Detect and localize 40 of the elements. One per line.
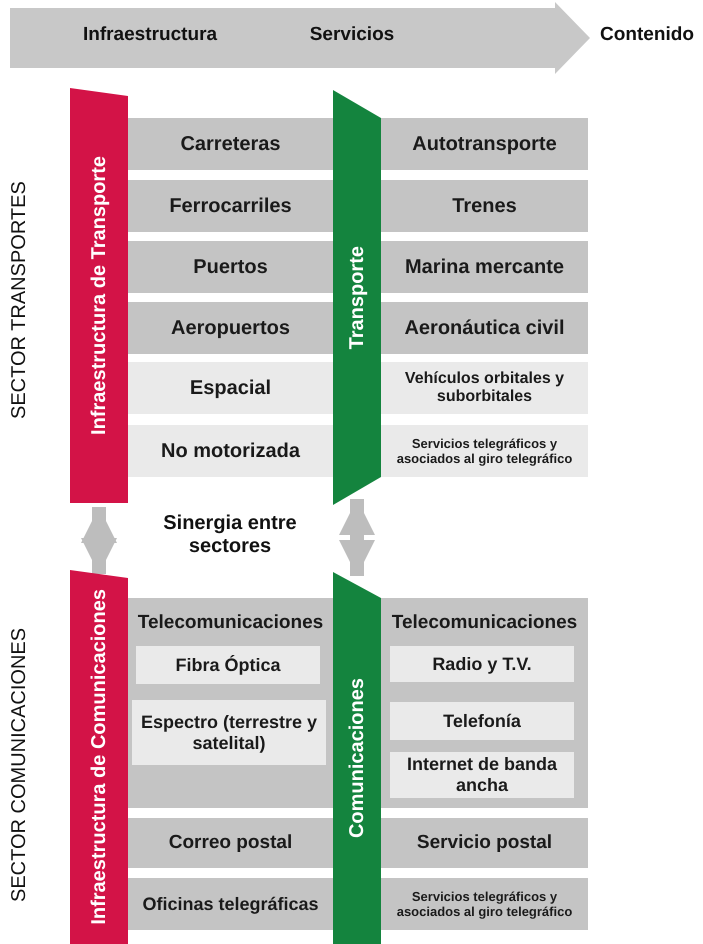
category-box: Servicios telegráficos y asociados al giro telegráfico	[381, 425, 588, 477]
band-label: Infraestructura de Comunicaciones	[88, 589, 110, 925]
band-label: Comunicaciones	[346, 678, 368, 838]
sector-band	[70, 570, 128, 944]
category-box: Marina mercante	[381, 241, 588, 293]
band-label: Infraestructura de Transporte	[88, 156, 110, 435]
flow-stage-label: Contenido	[599, 24, 695, 46]
category-box: Radio y T.V.	[390, 646, 574, 682]
category-box: Fibra Óptica	[136, 646, 320, 684]
group-title: Telecomunicaciones	[136, 612, 324, 634]
category-box: Autotransporte	[381, 118, 588, 170]
flow-stage-label: Servicios	[308, 24, 396, 46]
category-box: Ferrocarriles	[128, 180, 333, 232]
category-box: Telefonía	[390, 702, 574, 740]
group-panel	[128, 598, 333, 808]
group-title: Telecomunicaciones	[390, 612, 578, 634]
category-box: No motorizada	[128, 425, 333, 477]
category-box: Vehículos orbitales y suborbitales	[381, 362, 588, 414]
double-arrow	[81, 507, 117, 574]
category-box: Servicios telegráficos y asociados al giro telegráfico	[381, 878, 588, 930]
category-box: Oficinas telegráficas	[128, 878, 333, 930]
sector-band	[333, 572, 381, 944]
category-box: Servicio postal	[381, 818, 588, 868]
synergy-label: Sinergia entre sectores	[162, 512, 298, 558]
sector-band	[70, 88, 128, 503]
category-box: Espacial	[128, 362, 333, 414]
category-box: Internet de banda ancha	[390, 752, 574, 798]
category-box: Aeronáutica civil	[381, 302, 588, 354]
band-label: Transporte	[346, 246, 368, 350]
category-box: Aeropuertos	[128, 302, 333, 354]
category-box: Puertos	[128, 241, 333, 293]
group-panel	[381, 598, 588, 808]
sector-label: SECTOR TRANSPORTES	[8, 180, 31, 421]
sector-label: SECTOR COMUNICACIONES	[8, 626, 31, 904]
category-box: Correo postal	[128, 818, 333, 868]
flow-stage-label: Infraestructura	[82, 24, 218, 46]
category-box: Trenes	[381, 180, 588, 232]
double-arrow	[339, 499, 375, 576]
category-box: Espectro (terrestre y satelital)	[132, 700, 326, 765]
category-box: Carreteras	[128, 118, 333, 170]
